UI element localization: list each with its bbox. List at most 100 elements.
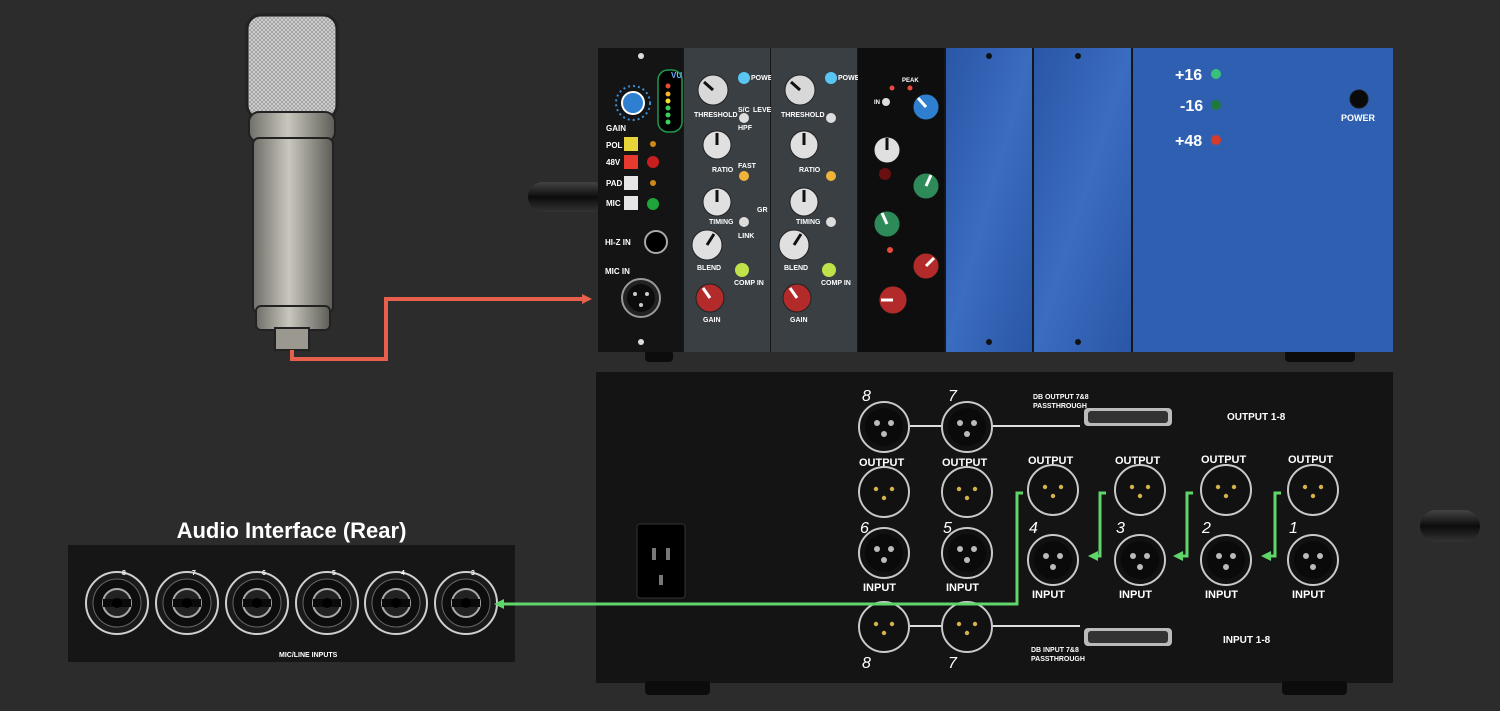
combo-jack-number-7: 7 [192, 570, 196, 577]
input-label-4: INPUT [1032, 589, 1065, 601]
channel-number-6: 6 [860, 520, 869, 537]
minus16-label: -16 [1180, 98, 1203, 115]
output-xlr-4[interactable] [1027, 464, 1079, 516]
input-xlr-5[interactable] [941, 527, 993, 579]
peak-label: PEAK [902, 78, 919, 84]
threshold-label-2: THRESHOLD [781, 112, 825, 119]
link-label: LINK [738, 233, 754, 240]
mic-button[interactable] [624, 196, 638, 210]
ratio-label: RATIO [712, 167, 734, 174]
gain-label: GAIN [606, 124, 626, 133]
condenser-microphone [245, 13, 339, 351]
input-7-xlr[interactable] [941, 601, 993, 653]
rack-handle-rear [1420, 510, 1480, 542]
combo-jack-number-5: 5 [332, 570, 336, 577]
patch-cable-2-to-3 [1173, 491, 1193, 561]
rear-input-passthrough: 8 7 DB INPUT 7&8 PASSTHROUGH INPUT 1-8 [862, 625, 1271, 672]
combo-jack-number-6: 6 [262, 570, 266, 577]
plus16-label: +16 [1175, 67, 1202, 84]
out-num-7: 7 [948, 388, 958, 405]
input-xlr-2[interactable] [1200, 534, 1252, 586]
blend-label-2: BLEND [784, 265, 808, 272]
rear-output-passthrough: 8 7 DB OUTPUT 7&8 PASSTHROUGH OUTPUT 1-8 [862, 388, 1286, 427]
input-label-3: INPUT [1119, 589, 1152, 601]
db-output-label: DB OUTPUT 7&8 [1033, 394, 1089, 401]
preamp-module: VU GAIN POL 48V PAD MIC HI-Z IN MIC IN [598, 48, 683, 352]
pol-button[interactable] [624, 137, 638, 151]
mic-cable [290, 294, 592, 361]
in-num-7: 7 [948, 655, 958, 672]
channel-number-1: 1 [1289, 520, 1298, 537]
input-xlr-1[interactable] [1287, 534, 1339, 586]
timing-label-2: TIMING [796, 219, 821, 226]
input-xlr-4[interactable] [1027, 534, 1079, 586]
fast-label: FAST [738, 163, 757, 170]
power-supply-panel: +16 -16 +48 POWER [1133, 48, 1393, 352]
output-8-xlr[interactable] [858, 401, 910, 453]
combo-jack-3[interactable] [434, 571, 498, 635]
mic-label: MIC [606, 199, 621, 208]
power-label-2: POWER [838, 75, 864, 82]
timing-label: TIMING [709, 219, 734, 226]
input-range-label: INPUT 1-8 [1223, 635, 1271, 646]
blend-label: BLEND [697, 265, 721, 272]
iec-power-inlet[interactable] [636, 523, 686, 599]
phantom-label: 48V [606, 158, 621, 167]
psu-power-label: POWER [1341, 113, 1376, 123]
input-xlr-3[interactable] [1114, 534, 1166, 586]
input-label-2: INPUT [1205, 589, 1238, 601]
audio-interface-title: Audio Interface (Rear) [176, 518, 407, 543]
pad-button[interactable] [624, 176, 638, 190]
output-xlr-5[interactable] [941, 466, 993, 518]
output-xlr-1[interactable] [1287, 464, 1339, 516]
input-xlr-6[interactable] [858, 527, 910, 579]
in-num-8: 8 [862, 655, 871, 672]
channel-number-4: 4 [1029, 520, 1038, 537]
hiz-label: HI-Z IN [605, 238, 631, 247]
power-switch[interactable] [1349, 89, 1369, 109]
output-label-5: OUTPUT [942, 457, 988, 469]
output-label-6: OUTPUT [859, 457, 905, 469]
gr-label: GR [757, 207, 768, 214]
output-range-label: OUTPUT 1-8 [1227, 412, 1286, 423]
comp-in-label: COMP IN [734, 280, 764, 287]
output-xlr-2[interactable] [1200, 464, 1252, 516]
rear-connectors: OUTPUTINPUT6OUTPUTINPUT5OUTPUTINPUT4OUTP… [858, 401, 1339, 653]
output-xlr-3[interactable] [1114, 464, 1166, 516]
phantom-button[interactable] [624, 155, 638, 169]
combo-jack-8[interactable] [85, 571, 149, 635]
mic-line-inputs-label: MIC/LINE INPUTS [279, 652, 338, 659]
combo-jack-number-4: 4 [401, 570, 405, 577]
compressor-module-2: POWER THRESHOLD RATIO TIMING BLEND COMP … [771, 48, 864, 352]
level-label: LEVEL [753, 107, 776, 114]
comp-gain-label-2: GAIN [790, 317, 808, 324]
channel-number-3: 3 [1116, 520, 1125, 537]
output-xlr-6[interactable] [858, 466, 910, 518]
blank-panel-2 [1034, 48, 1131, 352]
hiz-jack[interactable] [644, 230, 668, 254]
input-label-6: INPUT [863, 582, 896, 594]
vu-label: VU [671, 71, 682, 80]
input-label-1: INPUT [1292, 589, 1325, 601]
combo-jack-6[interactable] [225, 571, 289, 635]
hpf-label: HPF [738, 125, 753, 132]
output-label-3: OUTPUT [1115, 455, 1161, 467]
output-label-1: OUTPUT [1288, 454, 1334, 466]
plus16-led [1211, 69, 1221, 79]
combo-jack-4[interactable] [364, 571, 428, 635]
input-label-5: INPUT [946, 582, 979, 594]
sc-label: S/C [738, 107, 750, 114]
combo-jack-7[interactable] [155, 571, 219, 635]
output-7-xlr[interactable] [941, 401, 993, 453]
out-num-8: 8 [862, 388, 871, 405]
ratio-label-2: RATIO [799, 167, 821, 174]
db-output-passthrough: PASSTHROUGH [1033, 403, 1087, 410]
combo-jack-number-8: 8 [122, 570, 126, 577]
input-8-xlr[interactable] [858, 601, 910, 653]
combo-jack-5[interactable] [295, 571, 359, 635]
minus16-led [1211, 100, 1221, 110]
micin-label: MIC IN [605, 267, 630, 276]
